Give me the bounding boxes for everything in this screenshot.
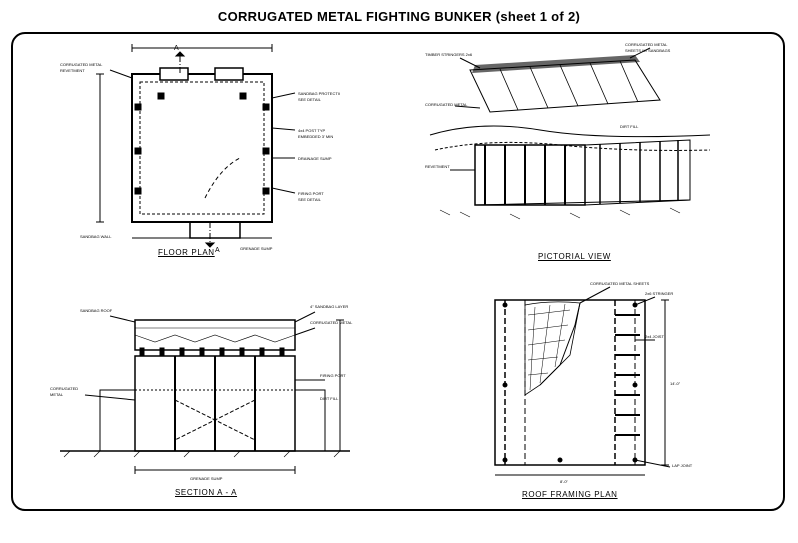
svg-text:2x4 JOIST: 2x4 JOIST (645, 334, 664, 339)
svg-text:REVETMENT: REVETMENT (60, 68, 85, 73)
svg-text:METAL: METAL (50, 392, 64, 397)
svg-text:SANDBAG ROOF: SANDBAG ROOF (80, 308, 113, 313)
sheet-title: CORRUGATED METAL FIGHTING BUNKER (sheet … (217, 9, 581, 24)
svg-text:SANDBAG WALL: SANDBAG WALL (80, 234, 112, 239)
svg-text:8'-0": 8'-0" (560, 479, 569, 484)
outer-wall (131, 73, 273, 223)
svg-text:SHEETS W/ SANDBAGS: SHEETS W/ SANDBAGS (625, 48, 671, 53)
svg-text:CORRUGATED METAL: CORRUGATED METAL (425, 102, 468, 107)
svg-text:DIRT FILL: DIRT FILL (320, 396, 339, 401)
svg-text:4x4 POST TYP: 4x4 POST TYP (298, 128, 326, 133)
svg-text:2x6 STRINGER: 2x6 STRINGER (645, 291, 673, 296)
svg-text:CORRUGATED METAL: CORRUGATED METAL (60, 62, 103, 67)
pictorial-drawing: TIMBER STRINGERS 2x6 CORRUGATED METALSHE… (425, 42, 711, 220)
roof-framing-plan-view: CORRUGATED METAL SHEETS 2x6 STRINGER 2x4… (440, 275, 760, 485)
svg-text:SANDBAG PROTECTION: SANDBAG PROTECTION (298, 91, 340, 96)
svg-text:FIRING PORT: FIRING PORT (320, 373, 346, 378)
pictorial-view-caption: PICTORIAL VIEW (538, 252, 611, 261)
section-a-a-view: SANDBAG ROOF 4" SANDBAG LAYER CORRUGATED… (40, 290, 370, 485)
sheet-border (11, 32, 785, 511)
svg-text:SEE DETAIL: SEE DETAIL (298, 197, 322, 202)
svg-text:DRAINAGE SUMP: DRAINAGE SUMP (298, 156, 332, 161)
section-a-a-caption: SECTION A - A (175, 488, 238, 497)
floor-plan-caption: FLOOR PLAN (158, 248, 215, 257)
section-marker-bottom: A (215, 247, 220, 254)
svg-text:SEE DETAIL: SEE DETAIL (298, 97, 322, 102)
section-marker-top: A (174, 45, 179, 52)
svg-text:4" SANDBAG LAYER: 4" SANDBAG LAYER (310, 304, 348, 309)
roof-framing-plan-caption: ROOF FRAMING PLAN (522, 490, 618, 499)
svg-text:FIRING PORT: FIRING PORT (298, 191, 324, 196)
svg-text:14'-0": 14'-0" (670, 381, 681, 386)
section-drawing: SANDBAG ROOF 4" SANDBAG LAYER CORRUGATED… (50, 304, 353, 481)
svg-text:LAP JOINT: LAP JOINT (672, 463, 693, 468)
svg-text:CORRUGATED METAL: CORRUGATED METAL (625, 42, 668, 47)
svg-text:EMBEDDED 3' MIN: EMBEDDED 3' MIN (298, 134, 333, 139)
svg-text:DIRT FILL: DIRT FILL (620, 124, 639, 129)
svg-text:REVETMENT: REVETMENT (425, 164, 450, 169)
svg-text:CORRUGATED METAL: CORRUGATED METAL (310, 320, 353, 325)
inner-wall (139, 81, 265, 215)
svg-text:GRENADE SUMP: GRENADE SUMP (190, 476, 223, 481)
svg-text:GRENADE SUMP: GRENADE SUMP (240, 246, 273, 251)
svg-text:CORRUGATED METAL SHEETS: CORRUGATED METAL SHEETS (590, 281, 650, 286)
svg-text:CORRUGATED: CORRUGATED (50, 386, 78, 391)
svg-text:TIMBER STRINGERS 2x6: TIMBER STRINGERS 2x6 (425, 52, 473, 57)
roof-framing-drawing: CORRUGATED METAL SHEETS 2x6 STRINGER 2x4… (494, 281, 693, 484)
